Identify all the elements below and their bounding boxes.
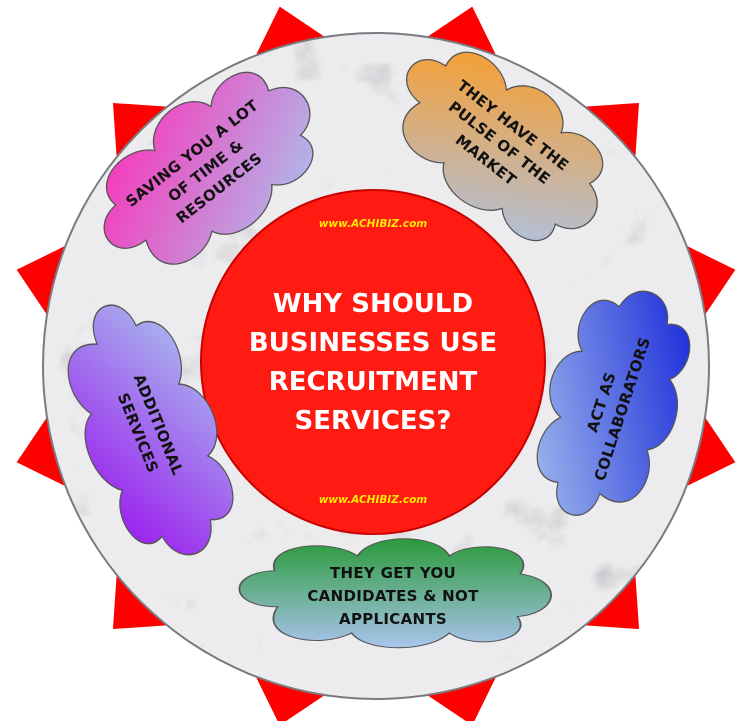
cloud-candidates-line-3: APPLICANTS [339,610,447,628]
brand-bottom: www.ACHIBIZ.com [319,494,428,506]
center-line-1: WHY SHOULD [273,289,473,319]
cloud-collaborators: ACT AS COLLABORATORS [512,270,712,537]
center-line-4: SERVICES? [295,406,452,436]
center-line-2: BUSINESSES USE [249,328,497,358]
cloud-candidates: THEY GET YOU CANDIDATES & NOT APPLICANTS [238,537,552,649]
center-circle [200,189,546,535]
cloud-candidates-line-1: THEY GET YOU [330,564,456,582]
center-line-3: RECRUITMENT [269,367,478,397]
cloud-candidates-line-2: CANDIDATES & NOT [307,587,479,605]
center-title: WHY SHOULD BUSINESSES USE RECRUITMENT SE… [249,289,497,436]
cloud-additional: ADDITIONAL SERVICES [38,283,260,578]
brand-top: www.ACHIBIZ.com [319,218,428,230]
cloud-saving: SAVING YOU A LOT OF TIME & RESOURCES [68,39,347,301]
